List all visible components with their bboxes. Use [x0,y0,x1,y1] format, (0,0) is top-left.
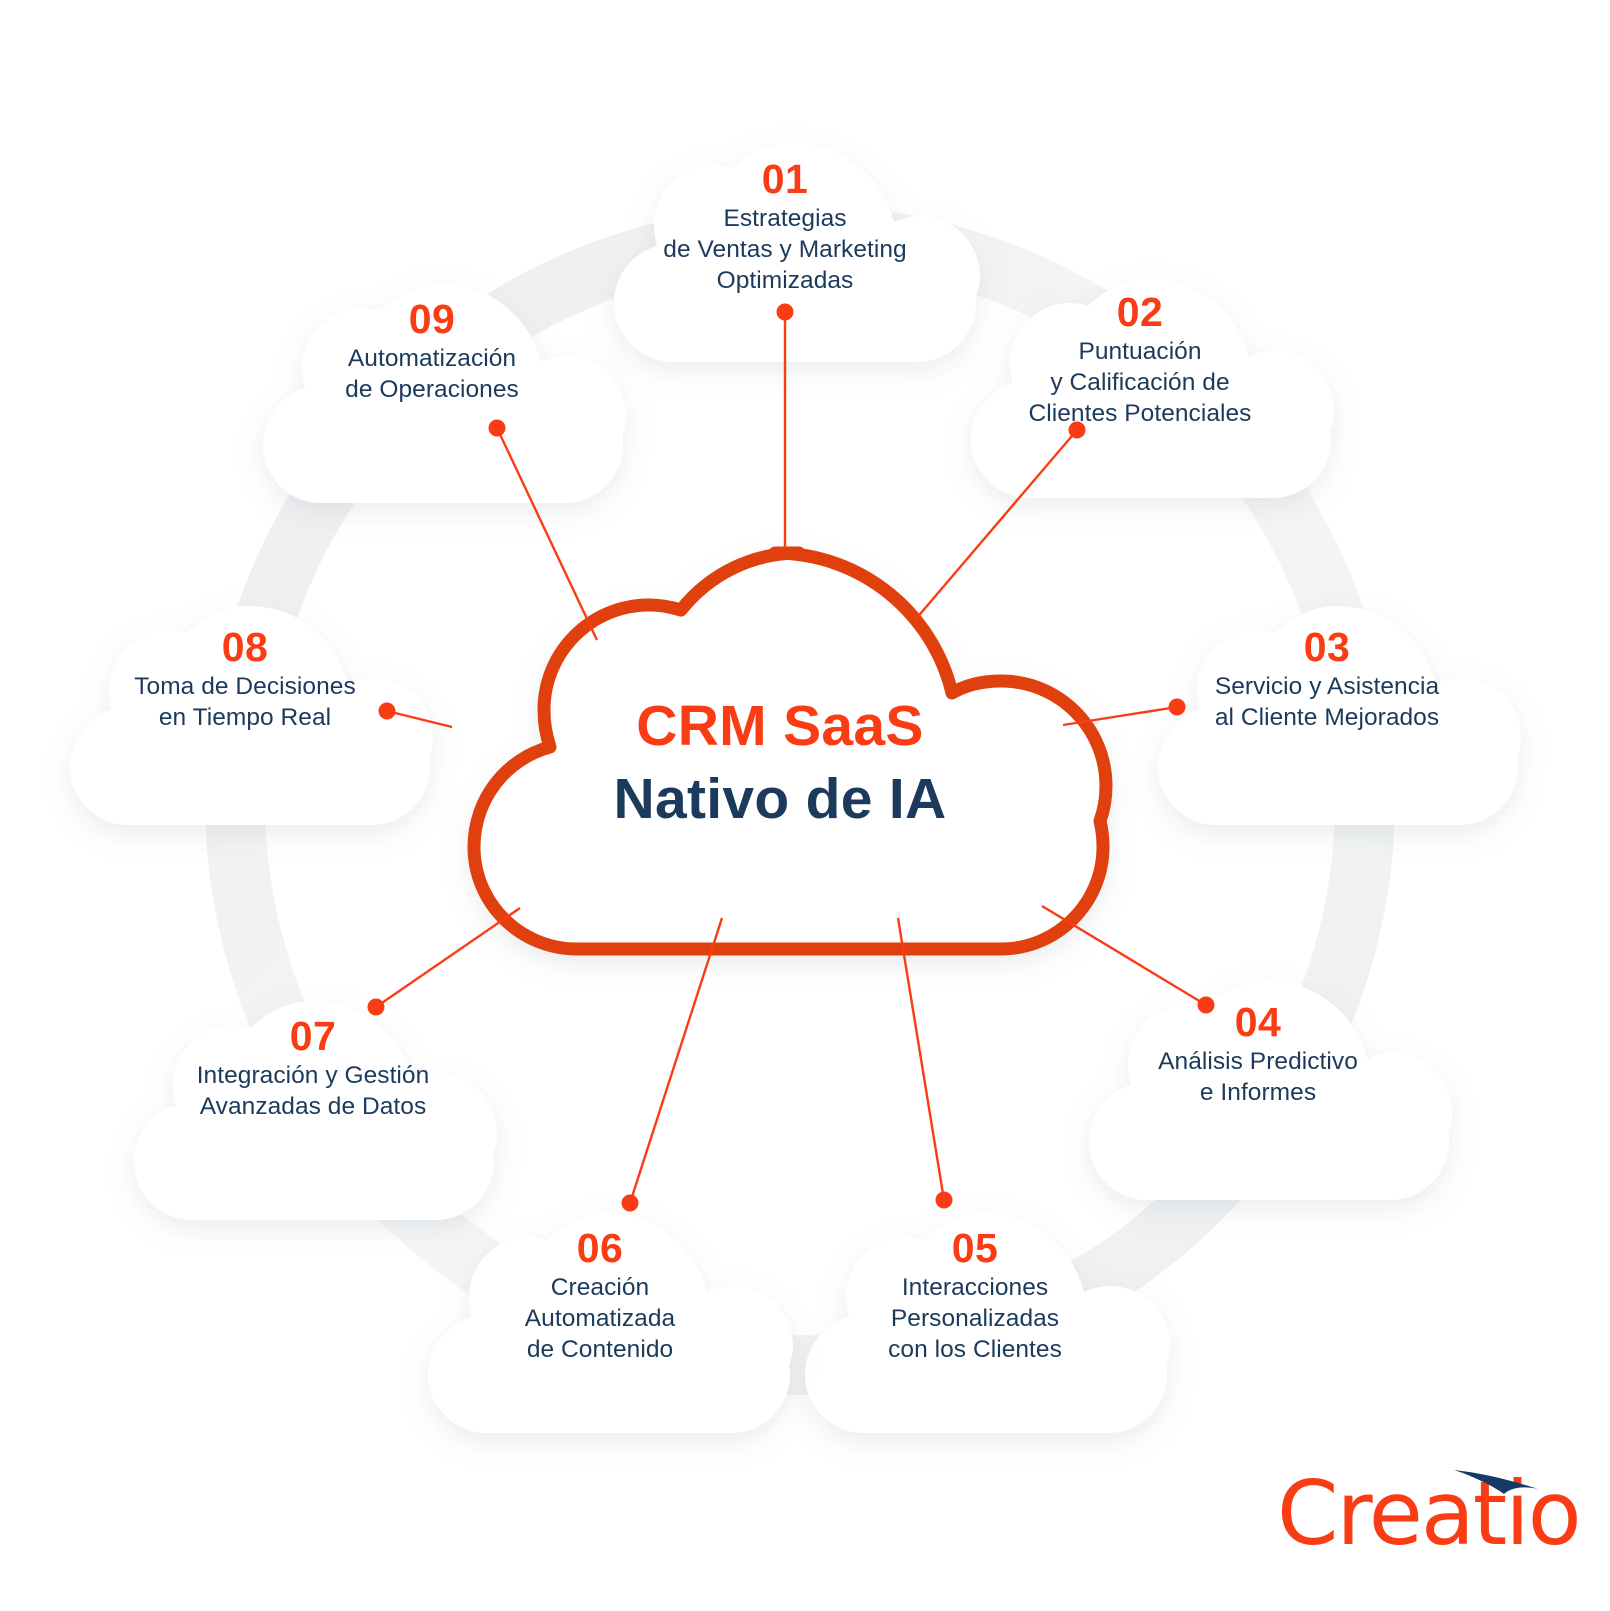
cloud-05 [805,1213,1170,1433]
connector-dot-02 [1068,421,1086,439]
node-08-number: 08 [221,624,269,670]
node-01-text: Estrategias de Ventas y Marketing Optimi… [663,205,907,294]
cloud-09 [263,284,626,503]
connector-dot-07 [367,998,385,1016]
cloud-07 [134,1001,497,1220]
node-04-text: Análisis Predictivo e Informes [1158,1048,1358,1106]
cloud-04 [1089,981,1452,1200]
cloud-01 [614,143,980,362]
node-07-number: 07 [289,1013,337,1059]
node-09[interactable]: 09 Automatización de Operaciones [272,295,592,405]
cloud-08 [70,606,433,825]
node-05[interactable]: 05 Interacciones Personalizadas con los … [815,1224,1135,1365]
connector-04 [1041,904,1207,1007]
connector-09 [495,427,599,641]
connector-02 [914,429,1078,621]
center-title: CRM SaaS Nativo de IA [430,690,1130,836]
node-03[interactable]: 03 Servicio y Asistencia al Cliente Mejo… [1167,623,1487,733]
connector-03 [1062,705,1178,727]
creatio-swoosh-icon [1454,1470,1538,1494]
center-title-line2: Nativo de IA [613,767,947,831]
connector-05 [896,917,946,1201]
connector-dot-06 [621,1194,639,1212]
connector-08 [386,709,453,729]
connector-dot-01 [776,303,794,321]
connector-dot-08 [378,702,396,720]
cloud-02 [971,279,1334,498]
node-03-number: 03 [1303,624,1351,670]
node-05-number: 05 [951,1225,999,1271]
central-cloud [467,546,1113,956]
connector-dot-03 [1168,698,1186,716]
cloud-03 [1158,606,1521,825]
node-03-text: Servicio y Asistencia al Cliente Mejorad… [1214,673,1440,731]
center-title-line1: CRM SaaS [636,694,924,758]
connector-dot-09 [488,419,506,437]
node-05-text: Interacciones Personalizadas con los Cli… [888,1274,1062,1363]
node-02-text: Puntuación y Calificación de Clientes Po… [1028,338,1252,427]
connector-07 [375,907,521,1008]
creatio-logo-wordmark: Creatio [1277,1462,1582,1565]
node-07-text: Integración y Gestión Avanzadas de Datos [196,1062,430,1120]
node-08-text: Toma de Decisiones en Tiempo Real [134,673,356,731]
node-06[interactable]: 06 Creación Automatizada de Contenido [440,1224,760,1365]
node-02[interactable]: 02 Puntuación y Calificación de Clientes… [980,288,1300,429]
node-07[interactable]: 07 Integración y Gestión Avanzadas de Da… [148,1012,478,1122]
creatio-logo[interactable]: Creatio [1277,1462,1582,1565]
node-09-number: 09 [408,296,456,342]
node-08[interactable]: 08 Toma de Decisiones en Tiempo Real [80,623,410,733]
node-09-text: Automatización de Operaciones [345,345,519,403]
connector-06 [628,917,724,1204]
cloud-06 [428,1213,793,1433]
node-04-number: 04 [1234,999,1282,1045]
node-04[interactable]: 04 Análisis Predictivo e Informes [1098,998,1418,1108]
node-06-number: 06 [576,1225,624,1271]
node-01-number: 01 [761,156,809,202]
node-02-number: 02 [1116,289,1164,335]
connector-dot-05 [935,1191,953,1209]
connector-dot-04 [1197,996,1215,1014]
connector-dots [367,303,1215,1212]
node-01[interactable]: 01 Estrategias de Ventas y Marketing Opt… [625,155,945,296]
node-06-text: Creación Automatizada de Contenido [524,1274,676,1363]
